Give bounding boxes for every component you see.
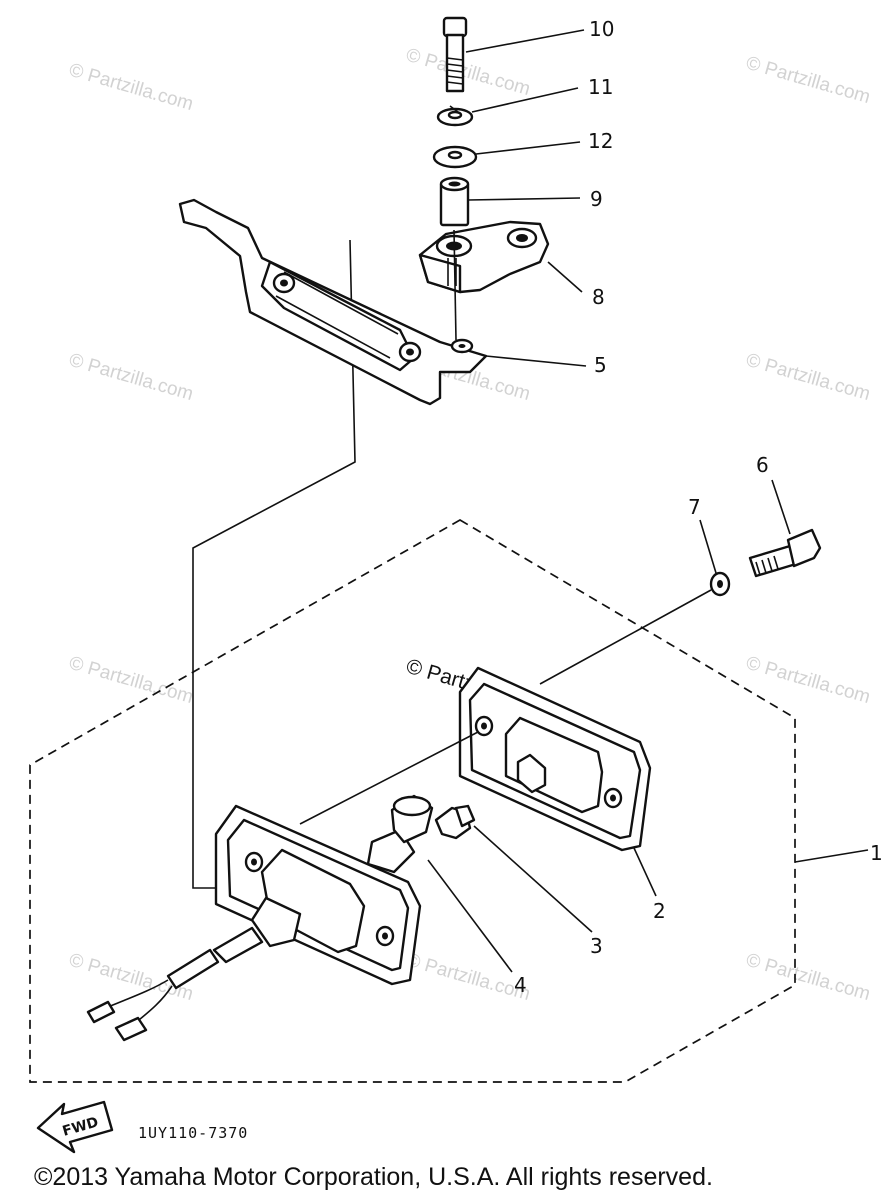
callout-8: 8: [592, 285, 605, 309]
lens-2: [458, 666, 652, 852]
washer-7: [709, 571, 731, 597]
screw-6: [748, 528, 822, 578]
plain-washer-12: [432, 145, 478, 169]
callout-3: 3: [590, 934, 603, 958]
assembly-outline: [29, 519, 796, 1083]
callout-7: 7: [688, 495, 701, 519]
copyright-notice: ©2013 Yamaha Motor Corporation, U.S.A. A…: [34, 1163, 713, 1191]
callout-numbers: 10 11 12 9 8 5 6 7 1 2 3 4: [514, 17, 883, 997]
socket-4: [366, 794, 434, 874]
callout-9: 9: [590, 187, 603, 211]
watermark: © Partzilla.com: [67, 60, 196, 115]
watermark: © Partzilla.com: [744, 950, 873, 1005]
watermark: © Partzilla.com: [744, 53, 873, 108]
callout-2: 2: [653, 899, 666, 923]
callout-6: 6: [756, 453, 769, 477]
stay-8: [418, 220, 550, 294]
diagram-code: 1UY110-7370: [138, 1124, 248, 1142]
watermark: © Partzilla.com: [404, 45, 533, 100]
collar-9: [439, 176, 470, 227]
leader-lines: [299, 29, 869, 973]
forward-arrow: FWD: [36, 1100, 114, 1154]
callout-1: 1: [870, 841, 883, 865]
mounting-guide-line: [192, 239, 356, 889]
callout-5: 5: [594, 353, 607, 377]
lock-washer-11: [436, 105, 474, 127]
bolt-10: [442, 16, 468, 93]
watermark: © Partzilla.com: [67, 653, 196, 708]
watermark-layer: © Partzilla.com © Partzilla.com © Partzi…: [67, 45, 873, 1005]
bracket-5: [178, 198, 488, 406]
callout-11: 11: [588, 75, 613, 99]
callout-12: 12: [588, 129, 613, 153]
bulb-3: [434, 804, 476, 840]
callout-4: 4: [514, 973, 527, 997]
watermark: © Partzilla.com: [67, 350, 196, 405]
wire-harness: [86, 896, 302, 1042]
lamp-case: [214, 804, 422, 986]
callout-10: 10: [589, 17, 614, 41]
watermark: © Partzilla.com: [744, 350, 873, 405]
